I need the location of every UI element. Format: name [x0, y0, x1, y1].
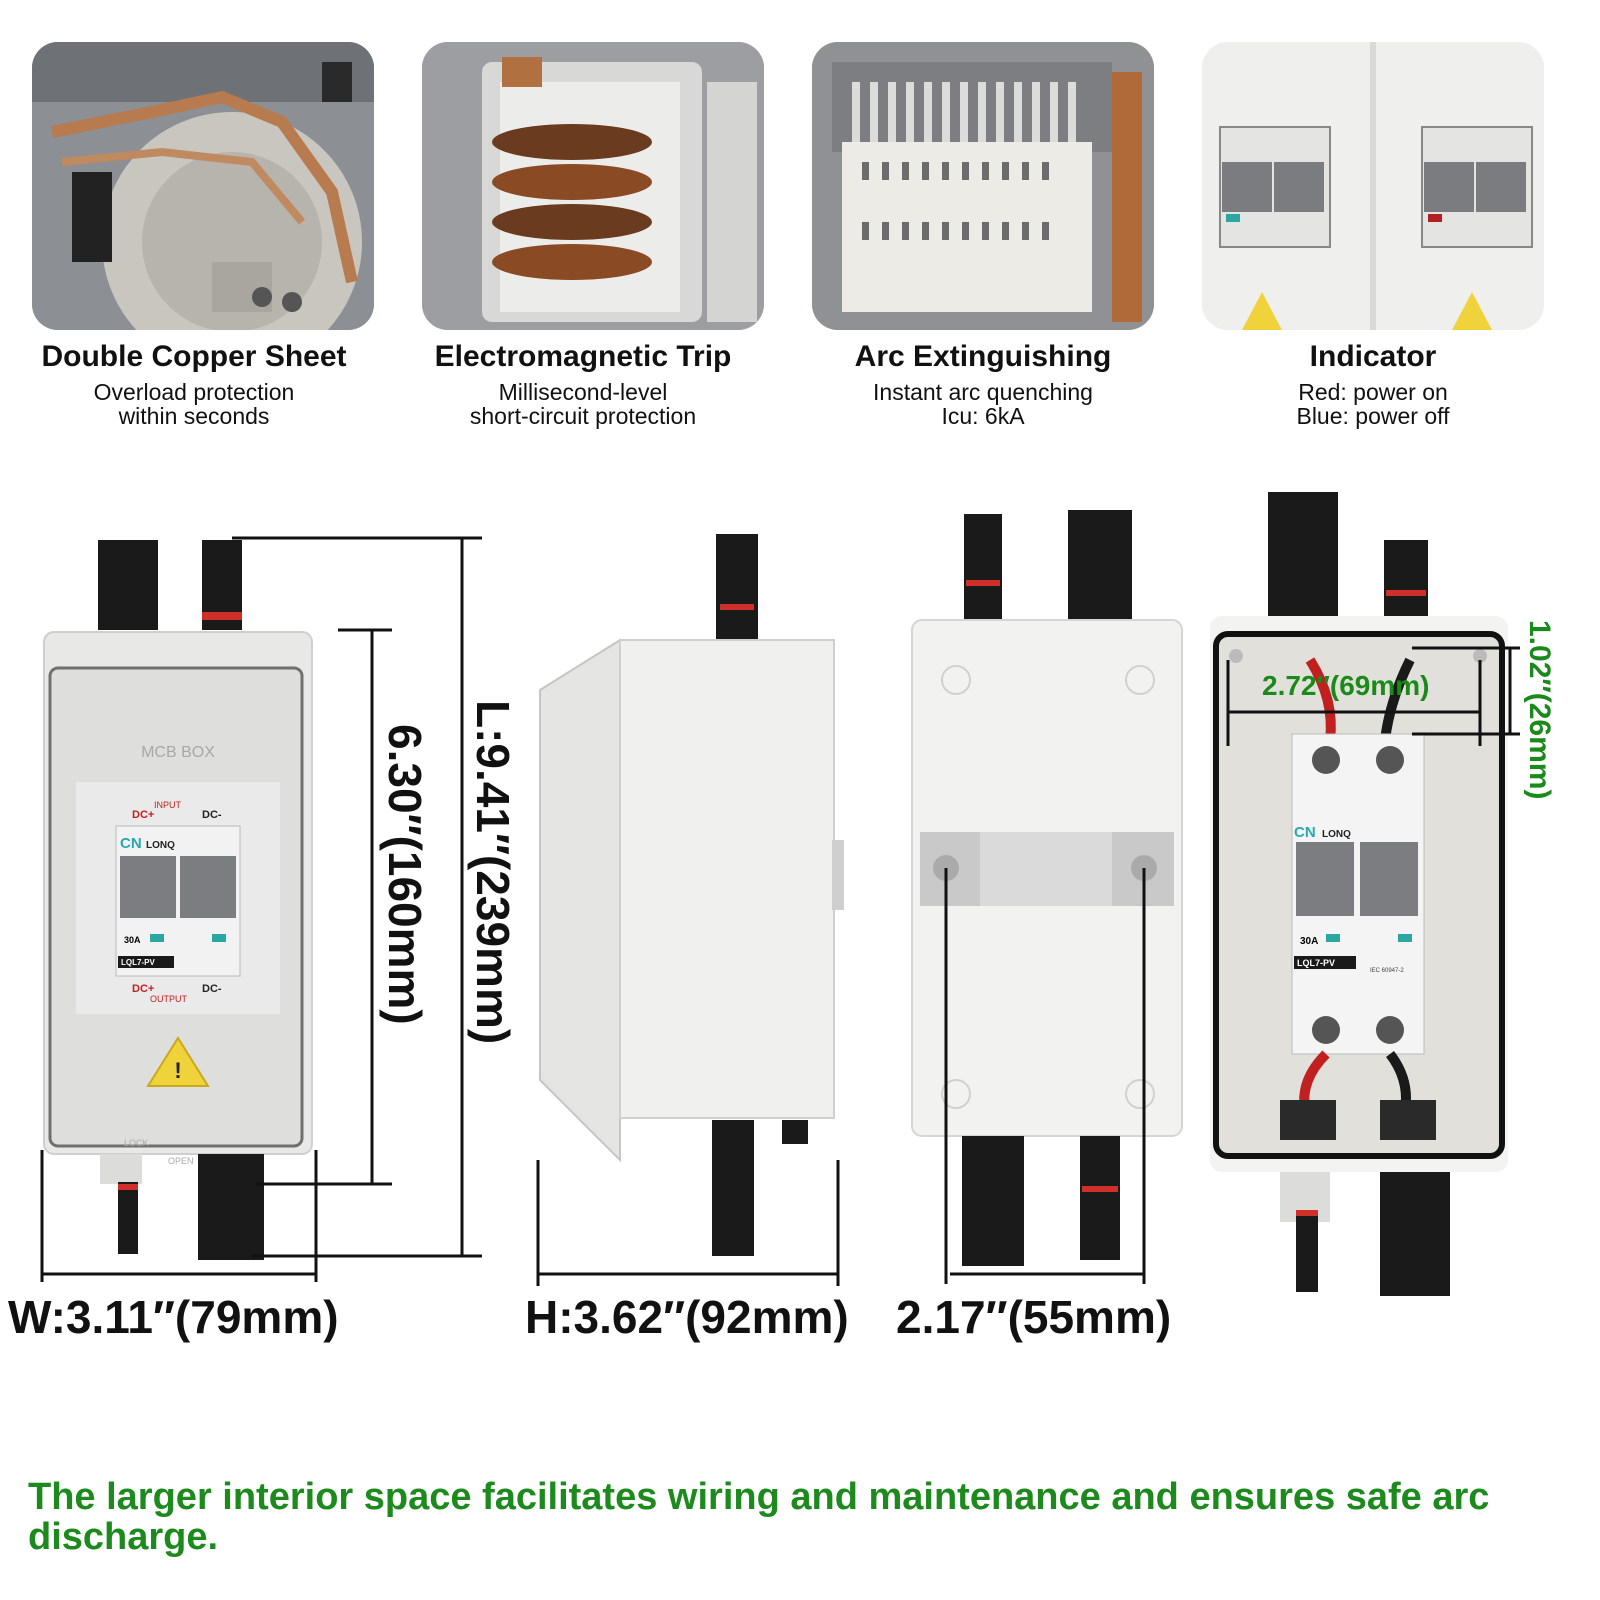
arc-chute-image: [812, 42, 1154, 330]
svg-text:!: !: [174, 1058, 181, 1083]
open-label: OPEN: [168, 1156, 194, 1166]
height-dimension: H:3.62″(92mm): [525, 1291, 849, 1343]
length-dimension: L:9.41″(239mm): [467, 700, 519, 1045]
feature-subtitle-arc: Instant arc quenching Icu: 6kA: [793, 380, 1173, 428]
model-label-interior: LQL7-PV: [1297, 958, 1335, 968]
dc-minus-label: DC-: [202, 809, 222, 821]
standard-label: IEC 60947-2: [1370, 968, 1404, 974]
bottom-note: The larger interior space facilitates wi…: [28, 1476, 1490, 1558]
feature-subtitle-copper: Overload protection within seconds: [4, 380, 384, 428]
input-label: INPUT: [154, 800, 182, 810]
arc-chute-icon: [812, 42, 1154, 330]
copper-sheet-icon: [32, 42, 374, 330]
body-length-dimension: 6.30″(160mm): [379, 724, 431, 1025]
width-dimension: W:3.11″(79mm): [8, 1291, 339, 1343]
feature-sub2: Icu: 6kA: [941, 403, 1025, 429]
indicator-image: [1202, 42, 1544, 330]
front-dimension-lines: [40, 536, 482, 1282]
feature-title-copper: Double Copper Sheet: [41, 340, 347, 373]
dc-minus-label-out: DC-: [202, 983, 222, 995]
dc-plus-label: DC+: [132, 809, 154, 821]
brand-logo-2: LONQ: [146, 840, 175, 851]
lock-label: LOCK: [124, 1138, 149, 1148]
mount-spacing-dimension: 2.17″(55mm): [896, 1291, 1172, 1343]
brand-logo-interior: CN: [1294, 824, 1316, 841]
product-dimension-drawing: MCB BOX INPUT DC+ DC- CN LONQ 30A LQL7-P…: [40, 492, 1520, 1296]
feature-sub2: short-circuit protection: [469, 403, 697, 429]
interior-depth-dimension: 1.02″(26mm): [1523, 620, 1556, 800]
back-dimension-lines: [944, 868, 1146, 1284]
front-view: MCB BOX INPUT DC+ DC- CN LONQ 30A LQL7-P…: [43, 540, 313, 1260]
box-label: MCB BOX: [141, 744, 215, 761]
feature-title-trip: Electromagnetic Trip: [434, 340, 732, 373]
side-dimension-lines: [536, 1160, 840, 1286]
rating-label-interior: 30A: [1300, 936, 1318, 947]
output-label: OUTPUT: [150, 994, 188, 1004]
feature-subtitle-indicator: Red: power on Blue: power off: [1183, 380, 1563, 428]
feature-sub2: Blue: power off: [1296, 403, 1450, 429]
brand-logo: CN: [120, 835, 142, 852]
back-view: [911, 510, 1183, 1266]
feature-title-arc: Arc Extinguishing: [854, 340, 1112, 373]
coil-image: [422, 42, 764, 330]
feature-sub1: Red: power on: [1298, 379, 1448, 405]
rating-label: 30A: [124, 935, 141, 945]
dc-plus-label-out: DC+: [132, 983, 154, 995]
feature-sub1: Overload protection: [93, 379, 295, 405]
side-view: [539, 534, 844, 1256]
feature-sub2: within seconds: [118, 403, 270, 429]
copper-sheet-image: [32, 42, 374, 330]
feature-title-indicator: Indicator: [1309, 340, 1437, 373]
interior-dimension-lines: [1226, 646, 1520, 746]
model-label: LQL7-PV: [121, 958, 155, 967]
feature-subtitle-trip: Millisecond-level short-circuit protecti…: [393, 380, 773, 428]
indicator-icon: [1202, 42, 1544, 330]
coil-icon: [422, 42, 764, 330]
interior-width-dimension: 2.72″(69mm): [1262, 670, 1430, 701]
feature-sub1: Instant arc quenching: [873, 379, 1093, 405]
interior-view: CN LONQ 30A LQL7-PV IEC 60947-2: [1210, 492, 1508, 1296]
feature-sub1: Millisecond-level: [498, 379, 668, 405]
brand-logo-interior-2: LONQ: [1322, 829, 1351, 840]
